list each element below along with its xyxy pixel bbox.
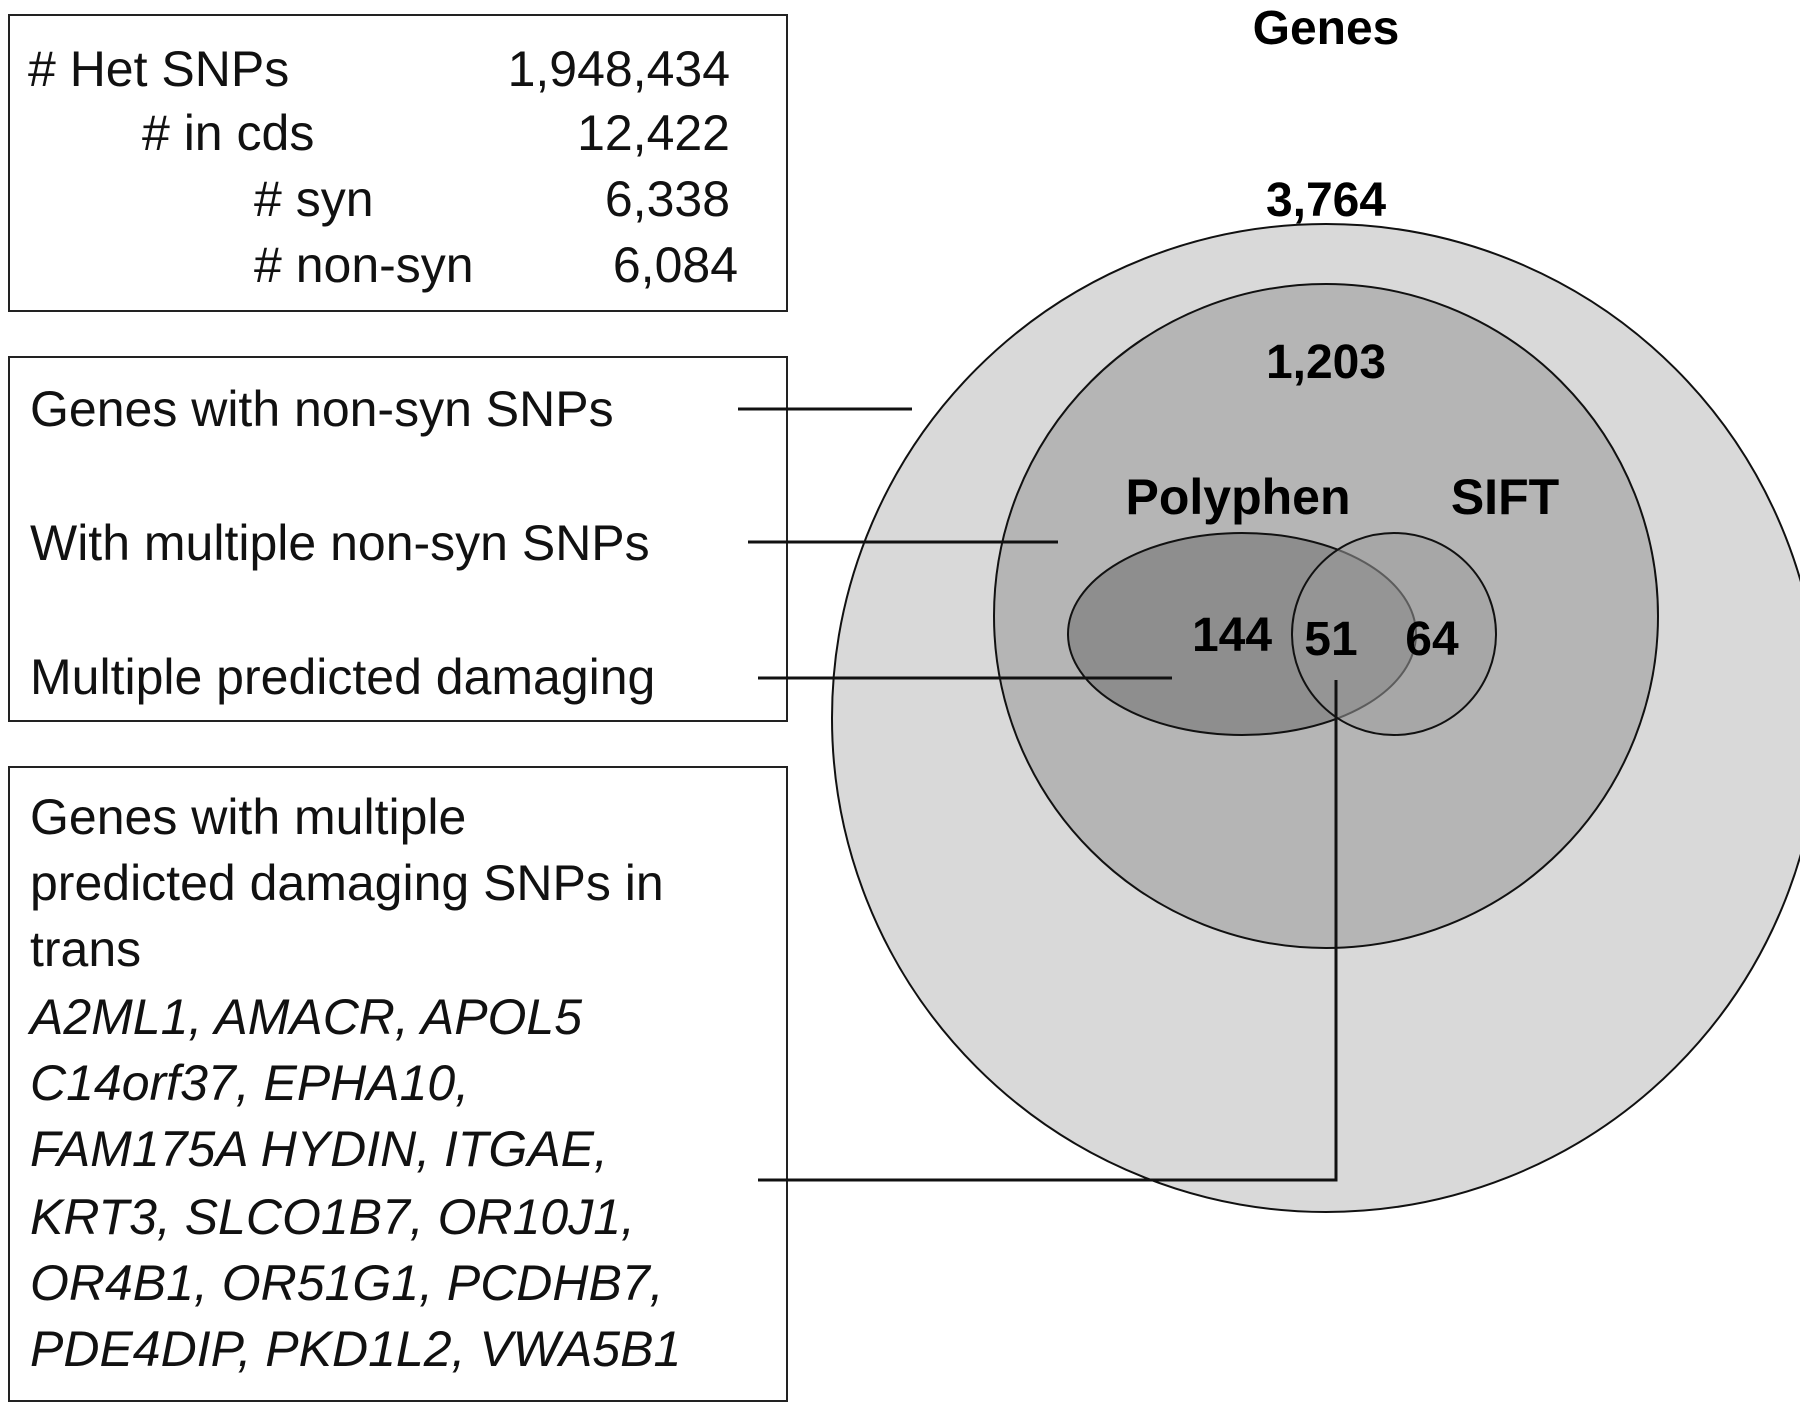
gene-list-line: PDE4DIP, PKD1L2, VWA5B1 [30,1321,682,1377]
stats-box [8,14,788,312]
middle-count: 1,203 [1266,336,1386,389]
outer-count: 3,764 [1266,174,1386,227]
trans-heading-line: predicted damaging SNPs in [30,855,664,911]
stats-value-syn: 6,338 [604,171,730,227]
stats-value-het: 1,948,434 [507,41,730,97]
stats-label-het: # Het SNPs [28,41,290,97]
sift-label: SIFT [1451,469,1559,525]
legend-item-multiple: With multiple non-syn SNPs [30,515,650,571]
sift-only-count: 64 [1405,613,1459,666]
trans-heading-line: Genes with multiple [30,789,467,845]
polyphen-only-count: 144 [1192,609,1272,662]
legend-item-nonsyn: Genes with non-syn SNPs [30,381,614,437]
gene-list-line: FAM175A HYDIN, ITGAE, [30,1121,608,1177]
gene-list-line: KRT3, SLCO1B7, OR10J1, [30,1189,635,1245]
legend-item-damaging: Multiple predicted damaging [30,649,656,705]
legend-box [8,356,788,722]
stats-label-nonsyn: # non-syn [254,237,474,293]
gene-list-line: OR4B1, OR51G1, PCDHB7, [30,1255,664,1311]
venn-title: Genes [1253,2,1400,55]
connector-line-trans [758,680,1338,1182]
gene-list-line: A2ML1, AMACR, APOL5 [30,989,583,1045]
trans-heading-line: trans [30,921,142,977]
gene-list-line: C14orf37, EPHA10, [30,1055,470,1111]
trans-genes-box [8,766,788,1402]
stats-value-cds: 12,422 [577,105,730,161]
stats-label-cds: # in cds [142,105,315,161]
sift-ellipse [1291,532,1497,736]
overlap-count: 51 [1304,613,1357,666]
stats-value-nonsyn: 6,084 [612,237,738,293]
stats-label-syn: # syn [254,171,374,227]
polyphen-label: Polyphen [1125,469,1350,525]
